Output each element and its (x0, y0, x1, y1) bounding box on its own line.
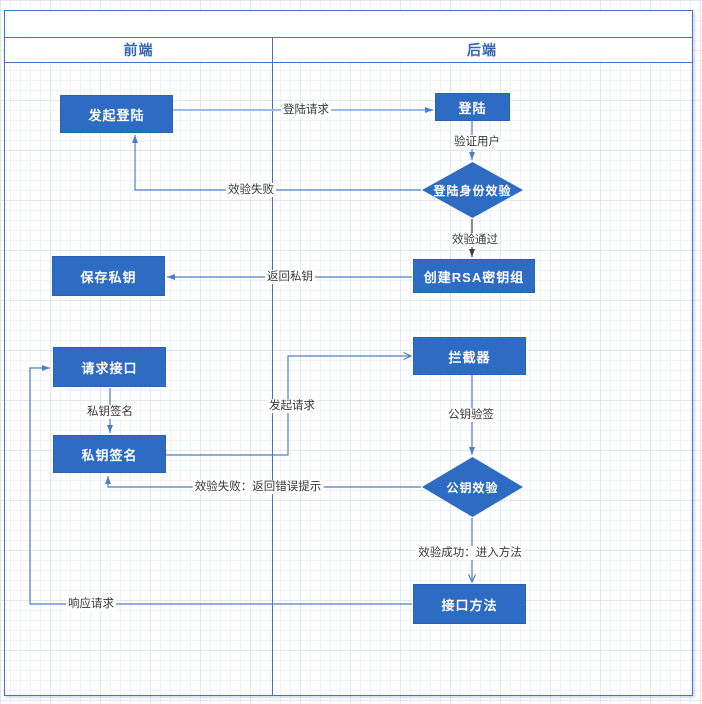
edge-check-fail-login-label: 效验失败 (226, 183, 276, 197)
pool-title-band[interactable] (5, 11, 692, 38)
lane-header-frontend[interactable]: 前端 (5, 38, 272, 62)
lane-divider (272, 37, 273, 695)
lane-header-backend-label: 后端 (467, 42, 497, 58)
edge-return-private-key-label: 返回私钥 (265, 270, 315, 284)
node-api-method[interactable]: 接口方法 (413, 584, 526, 624)
lane-header-row: 前端 后端 (5, 38, 692, 63)
edge-verify-user-label: 验证用户 (452, 135, 502, 149)
node-login-label: 登陆 (458, 100, 487, 116)
lane-header-backend[interactable]: 后端 (272, 38, 692, 62)
node-request-api-label: 请求接口 (81, 360, 138, 376)
node-interceptor-label: 拦截器 (448, 349, 491, 365)
edge-response-request-label: 响应请求 (66, 597, 116, 611)
node-private-key-sign-label: 私钥签名 (81, 447, 138, 463)
node-initiate-login-label: 发起登陆 (88, 107, 145, 123)
node-request-api[interactable]: 请求接口 (53, 347, 166, 387)
edge-login-request-label: 登陆请求 (281, 103, 331, 117)
edge-pubkey-verify-label: 公钥验签 (446, 408, 496, 422)
edge-initiate-request-label: 发起请求 (267, 399, 317, 413)
node-create-rsa-keypair-label: 创建RSA密钥组 (423, 269, 525, 285)
node-login-identity-check-label: 登陆身份效验 (433, 183, 512, 198)
node-login[interactable]: 登陆 (435, 93, 510, 121)
edge-check-pass-label: 效验通过 (450, 233, 500, 247)
node-initiate-login[interactable]: 发起登陆 (60, 95, 173, 133)
node-interceptor[interactable]: 拦截器 (413, 337, 526, 375)
lane-header-frontend-label: 前端 (123, 42, 154, 58)
node-create-rsa-keypair[interactable]: 创建RSA密钥组 (413, 259, 535, 293)
edge-check-fail-error-label: 效验失败：返回错误提示 (192, 480, 324, 494)
node-save-private-key[interactable]: 保存私钥 (52, 256, 165, 296)
node-api-method-label: 接口方法 (441, 597, 498, 613)
edge-private-key-sign-label: 私钥签名 (85, 405, 135, 419)
swimlane-pool[interactable]: 前端 后端 (4, 10, 693, 696)
node-private-key-sign[interactable]: 私钥签名 (53, 435, 166, 473)
node-public-key-check-label: 公钥效验 (446, 480, 499, 495)
node-save-private-key-label: 保存私钥 (80, 269, 137, 285)
edge-check-success-label: 效验成功：进入方法 (416, 546, 524, 560)
